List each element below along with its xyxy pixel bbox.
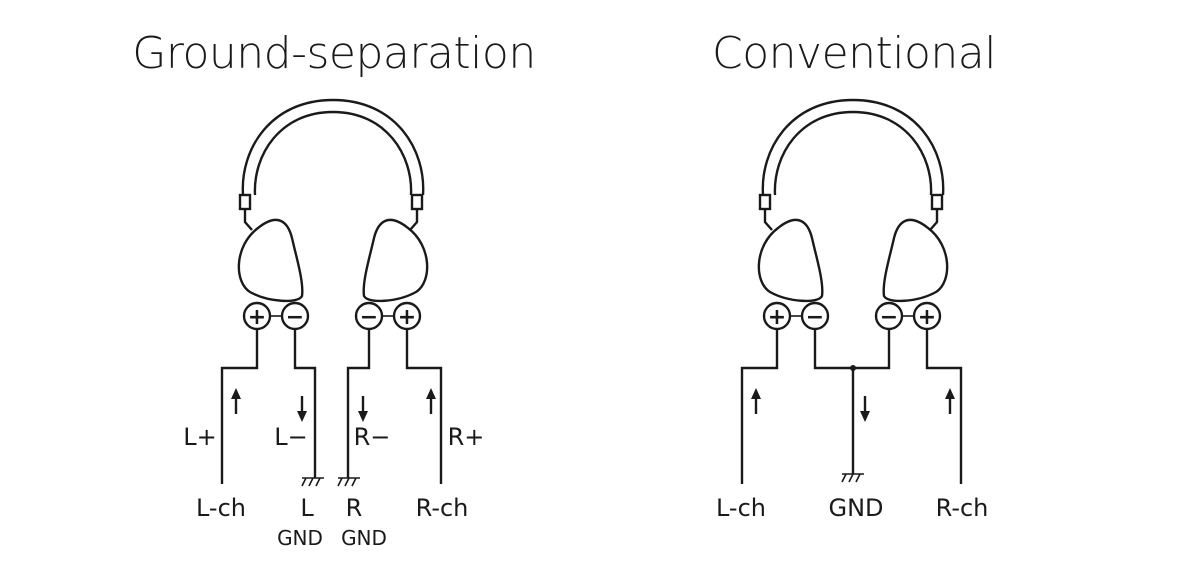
label-l-gnd-bottom: GND <box>277 526 323 550</box>
headband-outer <box>761 98 945 196</box>
left-ear-cup <box>757 218 824 303</box>
left-ear-cup <box>237 218 304 303</box>
conventional-labels: L-ch GND R-ch <box>716 494 988 522</box>
label-l-ch: L-ch <box>716 494 766 522</box>
right-yoke <box>929 209 939 231</box>
label-r-gnd-bottom: GND <box>341 526 387 550</box>
terminal-l-minus-sign: − <box>286 305 304 330</box>
wire-l-plus <box>740 329 779 484</box>
arrow-up-l <box>751 388 761 414</box>
arrow-up-l-plus <box>231 388 241 414</box>
ground-symbol-common <box>841 473 864 483</box>
right-ear-cup <box>882 218 949 303</box>
junction-dot <box>850 365 856 371</box>
terminal-l-minus-sign: − <box>806 305 824 330</box>
arrow-down-gnd <box>860 396 870 422</box>
terminal-r-plus-sign: + <box>918 305 936 330</box>
right-yoke <box>409 209 419 231</box>
ground-separation-labels: L+ L− R− R+ L-ch L GND R GND R-ch <box>183 423 484 550</box>
label-r-gnd-top: R <box>346 494 363 522</box>
terminal-l-plus-sign: + <box>768 305 786 330</box>
headband-outer <box>241 98 425 196</box>
terminal-r-minus-sign: − <box>880 305 898 330</box>
right-slider <box>930 193 944 211</box>
label-l-minus: L− <box>274 423 307 451</box>
wire-common-return <box>813 329 891 370</box>
wire-l-minus <box>293 329 317 478</box>
wire-l-plus <box>220 329 259 484</box>
ground-separation-terminals: + − − + <box>242 301 422 331</box>
arrow-up-r-plus <box>426 388 436 414</box>
conventional-title: Conventional <box>712 28 997 79</box>
terminal-r-plus-sign: + <box>398 305 416 330</box>
ground-symbol-l <box>301 477 324 487</box>
terminal-l-plus-sign: + <box>248 305 266 330</box>
headband-inner <box>253 110 413 196</box>
ground-separation-title: Ground-separation <box>132 28 536 79</box>
arrow-up-r <box>945 388 955 414</box>
left-yoke <box>243 209 253 231</box>
label-r-plus: R+ <box>448 423 485 451</box>
wire-r-plus <box>405 329 443 484</box>
label-l-gnd-top: L <box>300 494 314 522</box>
left-yoke <box>763 209 773 231</box>
label-gnd: GND <box>828 494 883 522</box>
label-r-ch: R-ch <box>936 494 989 522</box>
ground-symbol-r <box>337 477 360 487</box>
label-r-minus: R− <box>354 423 391 451</box>
label-l-plus: L+ <box>183 423 216 451</box>
label-l-ch: L-ch <box>196 494 246 522</box>
ground-separation-headphone <box>237 98 429 303</box>
conventional-wires <box>740 329 963 484</box>
conventional-headphone <box>757 98 949 303</box>
right-ear-cup <box>362 218 429 303</box>
left-slider <box>758 193 772 211</box>
conventional-terminals: + − − + <box>762 301 942 331</box>
left-slider <box>238 193 252 211</box>
headband-inner <box>773 110 933 196</box>
wire-r-plus <box>925 329 963 484</box>
arrow-down-r-minus <box>358 396 368 422</box>
right-slider <box>410 193 424 211</box>
arrow-down-l-minus <box>297 396 307 422</box>
wire-r-minus <box>346 329 371 478</box>
ground-separation-wires <box>220 329 443 487</box>
terminal-r-minus-sign: − <box>360 305 378 330</box>
label-r-ch: R-ch <box>416 494 469 522</box>
